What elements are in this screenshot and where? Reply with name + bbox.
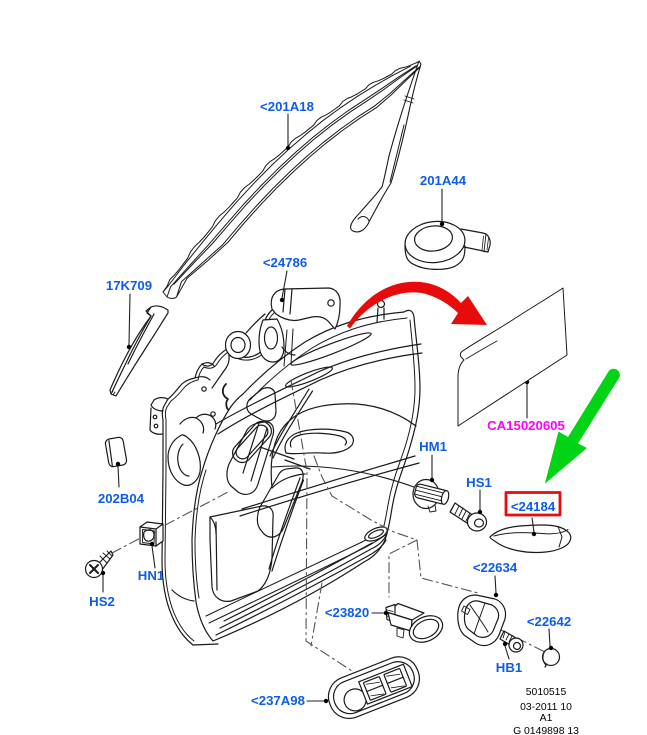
svg-text:202B04: 202B04 bbox=[98, 491, 145, 506]
svg-text:<22642: <22642 bbox=[527, 614, 571, 629]
svg-text:HS2: HS2 bbox=[89, 594, 115, 609]
svg-text:A1: A1 bbox=[540, 713, 553, 724]
svg-text:<24184: <24184 bbox=[511, 499, 556, 514]
svg-text:<201A18: <201A18 bbox=[260, 99, 314, 114]
svg-text:CA15020605: CA15020605 bbox=[487, 418, 565, 433]
svg-text:HB1: HB1 bbox=[496, 660, 522, 675]
svg-text:5010515: 5010515 bbox=[526, 687, 567, 698]
svg-text:201A44: 201A44 bbox=[420, 173, 467, 188]
svg-text:G 0149898 13: G 0149898 13 bbox=[513, 726, 579, 735]
svg-text:HS1: HS1 bbox=[466, 475, 492, 490]
svg-text:<24786: <24786 bbox=[263, 255, 307, 270]
svg-text:17K709: 17K709 bbox=[106, 278, 152, 293]
svg-text:<23820: <23820 bbox=[325, 605, 369, 620]
svg-text:03-2011 10: 03-2011 10 bbox=[520, 702, 572, 713]
svg-text:<22634: <22634 bbox=[473, 560, 518, 575]
svg-text:HN1: HN1 bbox=[138, 568, 164, 583]
svg-text:HM1: HM1 bbox=[419, 439, 447, 454]
svg-text:<237A98: <237A98 bbox=[251, 693, 305, 708]
